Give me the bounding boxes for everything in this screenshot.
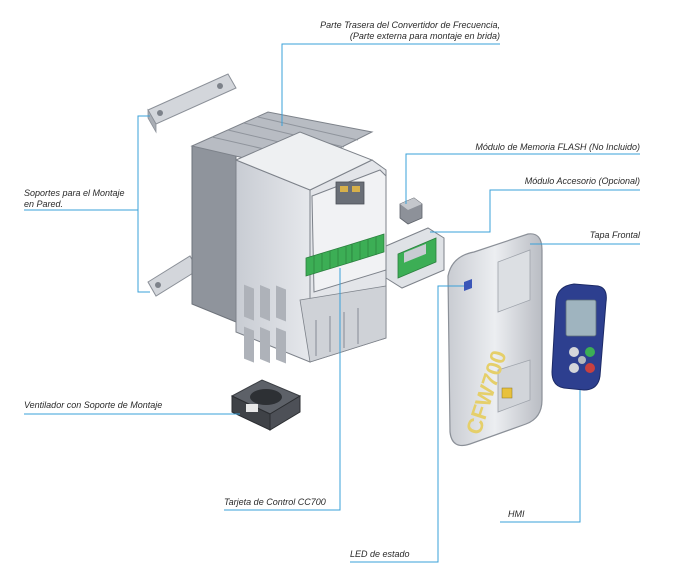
- label-fan: Ventilador con Soporte de Montaje: [24, 400, 163, 410]
- label-front-cover: Tapa Frontal: [589, 230, 640, 240]
- accessory-module: [385, 227, 445, 289]
- wall-bracket-top: [147, 73, 237, 134]
- leader-lines: [24, 43, 640, 563]
- label-rear-part-line2: (Parte externa para montaje en brida): [349, 31, 500, 41]
- hmi-keypad: [551, 283, 607, 391]
- wall-bracket-bottom: [147, 255, 199, 297]
- label-wall-brackets-line2: en Pared.: [24, 199, 64, 209]
- label-wall-brackets: Soportes para el Montaje en Pared.: [24, 188, 144, 210]
- label-rear-part-line1: Parte Trasera del Convertidor de Frecuen…: [320, 20, 500, 30]
- flash-memory-module: [399, 197, 423, 225]
- cooling-fan: [230, 379, 302, 431]
- label-flash-module: Módulo de Memoria FLASH (No Incluido): [475, 142, 640, 152]
- label-accessory-module: Módulo Accesorio (Opcional): [524, 176, 640, 186]
- label-control-board: Tarjeta de Control CC700: [224, 497, 326, 507]
- control-board: [305, 169, 387, 293]
- front-cover: [447, 233, 543, 447]
- label-rear-part: Parte Trasera del Convertidor de Frecuen…: [300, 20, 500, 42]
- label-status-led: LED de estado: [350, 549, 410, 559]
- label-hmi: HMI: [508, 509, 525, 519]
- label-wall-brackets-line1: Soportes para el Montaje: [24, 188, 125, 198]
